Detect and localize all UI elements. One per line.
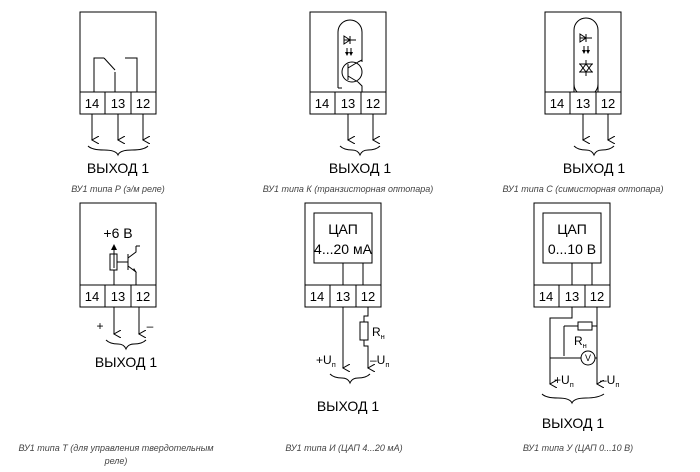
output-brace: [541, 393, 605, 405]
panel-transistor-optocoupler: 14 13 12 ВЫХОД 1 ВУ1 типа К (транзисторн…: [263, 11, 434, 194]
output-label: ВЫХОД 1: [95, 354, 158, 370]
minus-sign: –: [147, 319, 154, 333]
plus-supply-label: +Uп: [554, 373, 574, 389]
load-resistor: [359, 321, 369, 341]
terminal-12: 12: [601, 96, 615, 111]
relay-switch-blade: [103, 57, 116, 71]
relay-contact-left: [93, 57, 104, 92]
terminal-12: 12: [361, 289, 375, 304]
panel-relay: 14 13 12 ВЫХОД 1 ВУ1 типа Р (э/м реле): [71, 11, 165, 194]
panel-caption-line2: реле): [104, 456, 128, 466]
dac-title: ЦАП: [328, 221, 358, 237]
load-resistor: [577, 321, 593, 331]
output-brace: [329, 373, 371, 385]
resistor-label: Rн: [372, 325, 385, 341]
terminal-12: 12: [366, 96, 380, 111]
panel-triac-optocoupler: 14 13 12 ВЫХОД 1 ВУ1 типа С (симисторная…: [503, 11, 664, 194]
panel-dac-current: ЦАП 4...20 мА 14 13 12 Rн +Uп –Uп ВЫХОД …: [285, 202, 403, 453]
terminal-12: 12: [136, 96, 150, 111]
terminal-14: 14: [315, 96, 329, 111]
minus-supply-label: –Uп: [370, 353, 389, 369]
voltmeter-label: V: [585, 353, 591, 363]
output-brace: [105, 339, 147, 351]
plus-sign: +: [96, 319, 103, 333]
optocoupler-body: [573, 30, 599, 84]
output-label: ВЫХОД 1: [87, 160, 150, 176]
output-label: ВЫХОД 1: [317, 398, 380, 414]
dac-range: 4...20 мА: [314, 241, 373, 257]
plus-supply-label: +Uп: [316, 353, 336, 369]
output-brace: [339, 145, 381, 157]
terminal-13: 13: [336, 289, 350, 304]
terminal-14: 14: [539, 289, 553, 304]
output-label: ВЫХОД 1: [329, 160, 392, 176]
terminal-14: 14: [85, 289, 99, 304]
panel-dac-voltage: ЦАП 0...10 В 14 13 12 Rн V +Uп –Uп ВЫХОД…: [523, 202, 633, 453]
dac-range: 0...10 В: [548, 241, 596, 257]
output-brace: [87, 145, 149, 157]
output-label: ВЫХОД 1: [563, 160, 626, 176]
terminal-13: 13: [576, 96, 590, 111]
panel-caption: ВУ1 типа У (ЦАП 0...10 В): [523, 443, 633, 453]
terminal-13: 13: [341, 96, 355, 111]
optocoupler-body: [337, 32, 363, 88]
terminal-14: 14: [85, 96, 99, 111]
supply-voltage-label: +6 В: [103, 225, 132, 241]
resistor-label: Rн: [574, 334, 587, 350]
phototransistor: [341, 61, 363, 83]
output-label: ВЫХОД 1: [542, 415, 605, 431]
panel-caption-line1: ВУ1 типа Т (для управления твердотельным: [18, 443, 213, 453]
dac-block: [542, 212, 602, 264]
terminal-13: 13: [111, 289, 125, 304]
dac-title: ЦАП: [557, 221, 587, 237]
device-housing: [79, 11, 157, 93]
device-housing: [79, 202, 157, 286]
voltmeter: [580, 350, 596, 366]
panel-caption: ВУ1 типа Р (э/м реле): [71, 184, 165, 194]
terminal-13: 13: [111, 96, 125, 111]
panel-caption: ВУ1 типа К (транзисторная оптопара): [263, 184, 434, 194]
minus-supply-label: –Uп: [600, 373, 619, 389]
terminal-14: 14: [550, 96, 564, 111]
terminal-13: 13: [565, 289, 579, 304]
terminal-12: 12: [136, 289, 150, 304]
terminal-block: [79, 284, 157, 308]
relay-contact-right: [125, 57, 138, 92]
panel-caption: ВУ1 типа И (ЦАП 4...20 мА): [285, 443, 402, 453]
terminal-12: 12: [590, 289, 604, 304]
terminal-14: 14: [310, 289, 324, 304]
panel-caption: ВУ1 типа С (симисторная оптопара): [503, 184, 664, 194]
output-brace: [573, 145, 615, 157]
transistor: [117, 246, 137, 285]
panel-ssr-control: +6 В 14 13 12 + – ВЫХОД 1 ВУ1 типа Т (дл…: [18, 202, 214, 466]
